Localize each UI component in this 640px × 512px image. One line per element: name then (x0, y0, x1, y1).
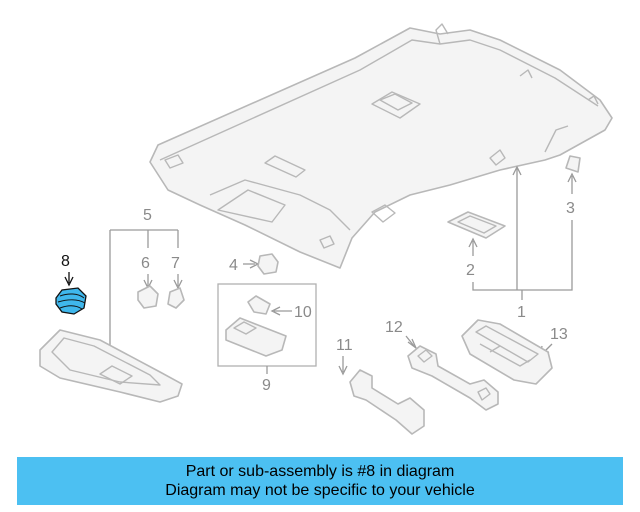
part-12-bracket (407, 345, 499, 411)
part-9-lamp (225, 317, 287, 357)
part-11-grab-handle (349, 369, 425, 435)
leader-1 (472, 168, 573, 300)
leader-12 (405, 335, 415, 347)
banner-line-1: Part or sub-assembly is #8 in diagram (185, 463, 455, 480)
banner-line-2: Diagram may not be specific to your vehi… (165, 482, 475, 499)
callout-10: 10 (294, 304, 312, 321)
leader-5 (109, 229, 179, 352)
parts-diagram: 3 2 1 4 5 6 7 8 9 10 11 (39, 23, 613, 435)
callout-1: 1 (517, 304, 526, 321)
callout-5: 5 (143, 207, 152, 224)
part-4-clip (257, 253, 279, 275)
callout-13: 13 (550, 326, 568, 343)
callout-3: 3 (566, 200, 575, 217)
callout-7: 7 (171, 255, 180, 272)
part-13-console (461, 319, 553, 385)
part-3-clip (565, 155, 581, 173)
part-8-highlighted (55, 287, 87, 315)
sun-visor-part (39, 329, 183, 403)
callout-11: 11 (336, 337, 353, 354)
callout-4: 4 (229, 257, 238, 274)
callout-6: 6 (141, 255, 150, 272)
callout-9: 9 (262, 377, 271, 394)
callout-8: 8 (61, 253, 70, 270)
part-6-holder (137, 285, 159, 309)
part-7-clip (167, 287, 185, 309)
part-10-bulb (247, 295, 271, 315)
info-banner: Part or sub-assembly is #8 in diagram Di… (17, 457, 623, 505)
callout-2: 2 (466, 262, 475, 279)
callout-12: 12 (385, 319, 403, 336)
part-2-lamp-lens (447, 211, 506, 239)
headliner-part (149, 23, 613, 269)
